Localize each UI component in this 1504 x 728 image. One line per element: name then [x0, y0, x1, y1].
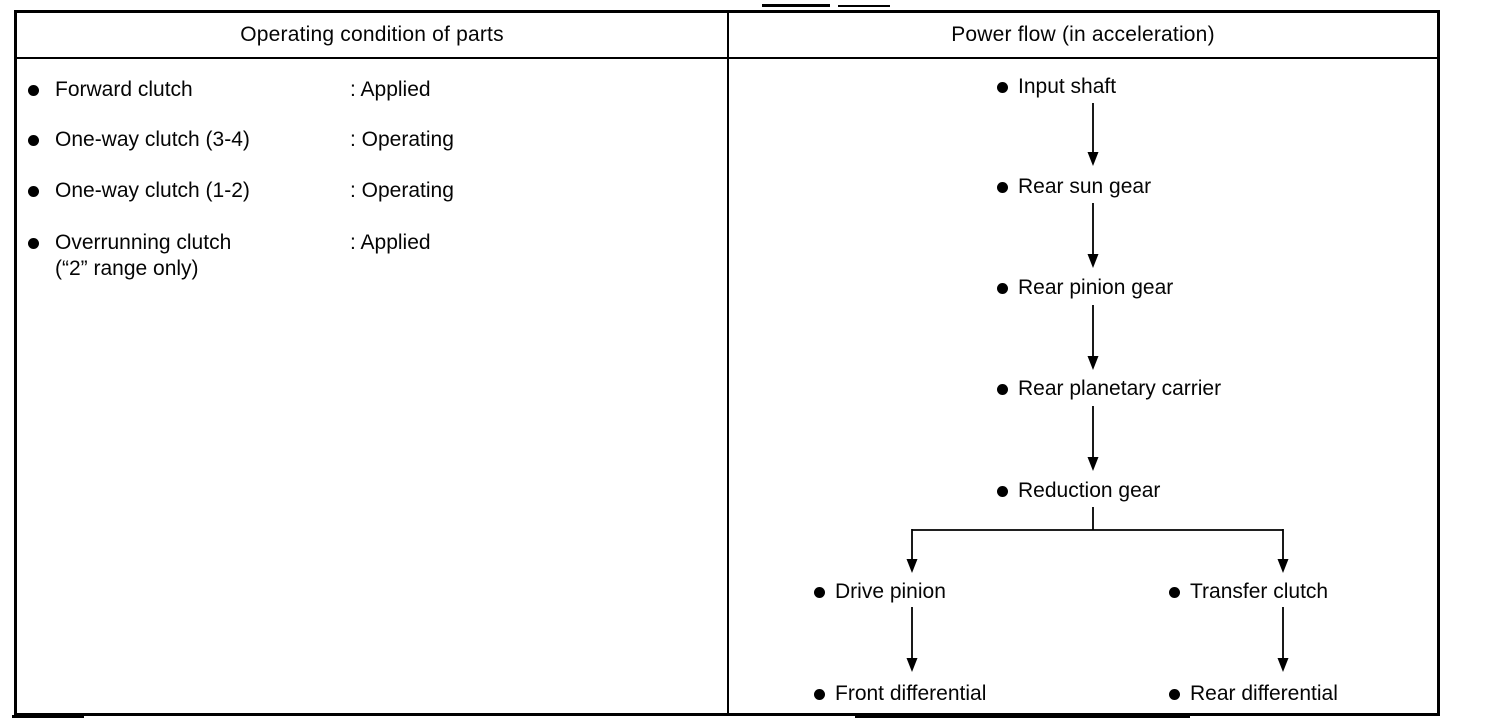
bullet-icon	[28, 185, 39, 197]
part-note: (“2” range only)	[55, 257, 199, 280]
flow-node-front-differential: Front differential	[814, 682, 986, 706]
arrow-down-icon	[1277, 607, 1289, 672]
arrow-down-icon	[1087, 103, 1099, 166]
arrow-down-icon	[1087, 305, 1099, 370]
flow-node-transfer-clutch: Transfer clutch	[1169, 580, 1328, 604]
flow-node-input-shaft: Input shaft	[997, 75, 1116, 99]
flow-node-rear-sun-gear: Rear sun gear	[997, 175, 1151, 199]
arrow-down-icon	[906, 529, 918, 573]
bullet-icon	[997, 181, 1008, 193]
bullet-icon	[997, 81, 1008, 93]
bullet-icon	[997, 383, 1008, 395]
column-divider-line	[727, 13, 729, 713]
condition-row: Forward clutch : Applied	[17, 78, 727, 102]
flow-node-rear-pinion-gear: Rear pinion gear	[997, 276, 1173, 300]
bullet-icon	[997, 485, 1008, 497]
scan-artifact	[855, 716, 1190, 718]
condition-row: One-way clutch (3-4) : Operating	[17, 128, 727, 152]
flow-node-label: Rear sun gear	[1018, 175, 1152, 198]
flow-node-reduction-gear: Reduction gear	[997, 479, 1160, 503]
flow-node-label: Rear pinion gear	[1018, 276, 1174, 299]
part-name-line1: Overrunning clutch	[55, 231, 232, 254]
part-state: : Operating	[350, 128, 454, 151]
flow-node-label: Reduction gear	[1018, 479, 1161, 502]
column-header-power-flow: Power flow (in acceleration)	[951, 23, 1215, 46]
part-state: : Operating	[350, 179, 454, 202]
column-header-operating-condition: Operating condition of parts	[240, 23, 504, 46]
part-state: : Applied	[350, 231, 431, 254]
flow-node-rear-differential: Rear differential	[1169, 682, 1338, 706]
scan-artifact	[762, 4, 830, 7]
branch-connector	[912, 507, 1283, 531]
parts-and-power-flow-table: Operating condition of parts Power flow …	[14, 10, 1440, 716]
flow-node-label: Drive pinion	[835, 580, 946, 603]
flow-node-label: Front differential	[835, 682, 987, 705]
flow-node-label: Rear differential	[1190, 682, 1338, 705]
flow-node-rear-planetary-carrier: Rear planetary carrier	[997, 377, 1221, 401]
part-name: Overrunning clutch (“2” range only)	[55, 230, 350, 282]
part-name: One-way clutch (1-2)	[55, 179, 250, 202]
flow-node-drive-pinion: Drive pinion	[814, 580, 946, 604]
bullet-icon	[28, 84, 39, 96]
bullet-icon	[1169, 688, 1180, 700]
bullet-icon	[28, 238, 39, 249]
bullet-icon	[997, 282, 1008, 294]
arrow-down-icon	[1087, 203, 1099, 268]
condition-row: Overrunning clutch (“2” range only) : Ap…	[17, 230, 727, 282]
bullet-icon	[28, 134, 39, 146]
flow-node-label: Transfer clutch	[1190, 580, 1329, 603]
bullet-icon	[1169, 586, 1180, 598]
condition-row: One-way clutch (1-2) : Operating	[17, 179, 727, 203]
arrow-down-icon	[1087, 406, 1099, 471]
flow-node-label: Input shaft	[1018, 75, 1117, 98]
scan-artifact	[838, 5, 890, 7]
arrow-down-icon	[906, 607, 918, 672]
arrow-down-icon	[1277, 529, 1289, 573]
scan-artifact	[12, 715, 84, 718]
part-name: Forward clutch	[55, 78, 193, 101]
bullet-icon	[814, 586, 825, 598]
flow-node-label: Rear planetary carrier	[1018, 377, 1222, 400]
bullet-icon	[814, 688, 825, 700]
part-name: One-way clutch (3-4)	[55, 128, 250, 151]
part-state: : Applied	[350, 78, 431, 101]
